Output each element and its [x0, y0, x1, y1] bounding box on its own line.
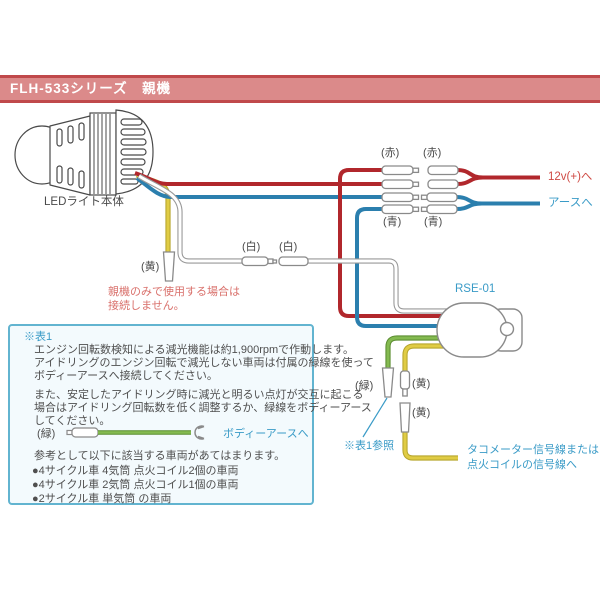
info-box: ※表1 エンジン回転数検知による減光機能は約1,900rpmで作動します。 アイ…: [8, 324, 374, 505]
unit-body: [436, 302, 523, 358]
parent-only-note-line1: 親機のみで使用する場合は: [108, 286, 240, 298]
blue-wire-vertical: [355, 207, 450, 328]
red-wire-led: [134, 171, 382, 186]
green-wire-unit: [385, 335, 450, 368]
reference-intro: 参考として以下に該当する車両があてはまります。: [34, 450, 286, 462]
signal-dest-line2: 点火コイルの信号線へ: [467, 459, 577, 471]
fork-terminal-icon: [194, 425, 205, 440]
red-wire-12v: [456, 168, 540, 186]
signal-dest-line1: タコメーター信号線または: [467, 444, 599, 456]
body-earth-label: ボディーアースへ: [223, 428, 309, 440]
led-light-illustration: [14, 109, 154, 196]
wire-tag-yellow-1: (黄): [412, 378, 431, 390]
connector-bank-left: [381, 165, 420, 215]
dest-ground-label: アースへ: [548, 197, 593, 209]
blue-wire-ground: [455, 195, 540, 211]
dest-12v-label: 12v(+)へ: [548, 171, 593, 183]
yellow-wire-signal: [402, 430, 458, 461]
info-para2-line2: 場合はアイドリング回転数を低く調整するか、緑線をボディーアース: [34, 402, 372, 414]
green-connector: [381, 367, 395, 398]
wire-tag-green: (緑): [355, 380, 374, 392]
wire-tag-blue-2: (青): [424, 216, 443, 228]
yellow-connector-male: [399, 370, 411, 397]
wire-tag-blue-1: (青): [383, 216, 402, 228]
wire-tag-yellow-top: (黄): [141, 261, 160, 273]
white-wire-to-unit: [307, 258, 450, 314]
white-wire-led: [137, 173, 242, 264]
info-box-title: ※表1: [24, 331, 53, 343]
info-para2-line3: してください。: [34, 415, 111, 427]
wire-tag-red-2: (赤): [423, 147, 442, 159]
white-connector-female: [278, 256, 309, 267]
info-para1-line1: エンジン回転数検知による減光機能は約1,900rpmで作動します。: [34, 344, 355, 356]
wire-tag-red-1: (赤): [381, 147, 400, 159]
led-light-label: LEDライト本体: [44, 196, 124, 208]
page-title: FLH-533シリーズ 親機: [0, 75, 600, 103]
yellow-connector-top: [162, 251, 176, 282]
wire-tag-white-2: (白): [279, 241, 298, 253]
green-wire-tag: (緑): [37, 428, 56, 440]
parent-only-note-line2: 接続しません。: [108, 300, 185, 312]
connector-bank-right: [420, 165, 459, 215]
wire-tag-yellow-2: (黄): [412, 407, 431, 419]
white-connector-male: [241, 256, 278, 267]
table-ref-pointer-line: [362, 397, 388, 438]
vehicle-bullet-2: ●4サイクル車 2気筒 点火コイル1個の車両: [32, 479, 239, 491]
vehicle-bullet-1: ●4サイクル車 4気筒 点火コイル2個の車両: [32, 465, 239, 477]
info-para1-line2: アイドリングのエンジン回転で減光しない車両は付属の緑線を使って: [34, 357, 374, 369]
info-para2-line1: また、安定したアイドリング時に減光と明るい点灯が交互に起こる: [34, 389, 364, 401]
wire-tag-white-1: (白): [242, 241, 261, 253]
green-wire-graphic: [66, 425, 205, 440]
red-wire-vertical: [338, 168, 450, 318]
yellow-connector-female: [399, 402, 411, 433]
table-ref-label: ※表1参照: [344, 440, 395, 452]
unit-label: RSE-01: [455, 283, 496, 295]
yellow-wire-unit: [402, 343, 450, 371]
vehicle-bullet-3: ●2サイクル車 単気筒 の車両: [32, 493, 172, 505]
info-para1-line3: ボディーアースへ接続してください。: [34, 370, 218, 382]
